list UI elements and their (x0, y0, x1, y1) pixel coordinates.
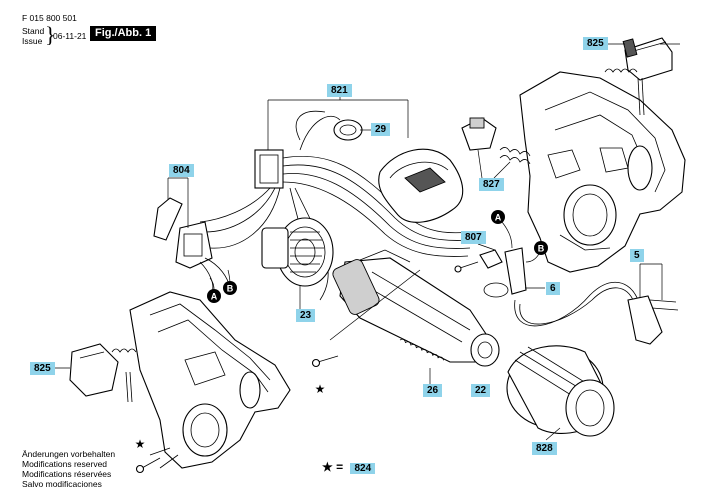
callout-827: 827 (479, 178, 504, 191)
screw-824-upper (311, 355, 339, 368)
part-825-top (604, 37, 680, 116)
issue-label: Issue (22, 36, 43, 46)
callout-6: 6 (546, 282, 560, 295)
footer-line-es: Salvo modificaciones (22, 479, 102, 489)
part-6-cord-guard (483, 247, 545, 298)
part-825-left (52, 343, 137, 403)
document-number: F 015 800 501 (22, 13, 77, 23)
connector-b-left: B (227, 284, 234, 294)
part-807-clamp (454, 243, 503, 273)
brace-symbol: } (45, 22, 56, 47)
star-mark-upper: ★ (315, 382, 326, 396)
callout-825-left: 825 (30, 362, 55, 375)
callout-26: 26 (423, 384, 443, 397)
star-mark-lower: ★ (135, 437, 146, 451)
screw-824-lower (135, 457, 161, 474)
part-821-wiring (199, 92, 471, 301)
part-23-fan (261, 217, 334, 310)
part-828-nozzle (506, 345, 615, 441)
connector-a-left-circle (207, 289, 221, 303)
callout-5: 5 (630, 249, 644, 262)
callout-807: 807 (461, 231, 486, 244)
footer-line-de: Änderungen vorbehalten (22, 449, 116, 459)
issue-date: 06-11-21 (53, 31, 87, 41)
connector-b-left-circle (223, 281, 237, 295)
connector-a-right-circle (491, 210, 505, 224)
legend-part-824: 824 (350, 463, 376, 474)
connector-b-right-circle (534, 241, 548, 255)
footer-line-fr: Modifications réservées (22, 469, 112, 479)
callout-23: 23 (296, 309, 316, 322)
legend: ★ = 824 (322, 460, 376, 474)
callout-29: 29 (371, 123, 391, 136)
stand-label: Stand (22, 26, 45, 36)
connector-a-right: A (495, 213, 502, 223)
figure-label: Fig./Abb. 1 (90, 26, 157, 41)
callout-825-top: 825 (583, 37, 608, 50)
callout-804: 804 (169, 164, 194, 177)
legend-equals: = (336, 460, 344, 474)
callout-22: 22 (471, 384, 491, 397)
air-guide-cover (378, 148, 464, 223)
connector-a-left: A (211, 292, 218, 302)
right-housing-shell (519, 71, 686, 273)
legend-star: ★ (322, 460, 333, 474)
callout-821: 821 (327, 84, 352, 97)
part-5-power-cord (514, 263, 679, 345)
part-804-switch (153, 177, 231, 293)
footer-line-en: Modifications reserved (22, 459, 108, 469)
part-827 (461, 117, 531, 179)
part-22-heating-tube (329, 249, 500, 367)
connector-b-right: B (538, 244, 545, 254)
part-26-spring (399, 338, 444, 385)
left-housing-shell (129, 291, 291, 469)
callout-828: 828 (532, 442, 557, 455)
